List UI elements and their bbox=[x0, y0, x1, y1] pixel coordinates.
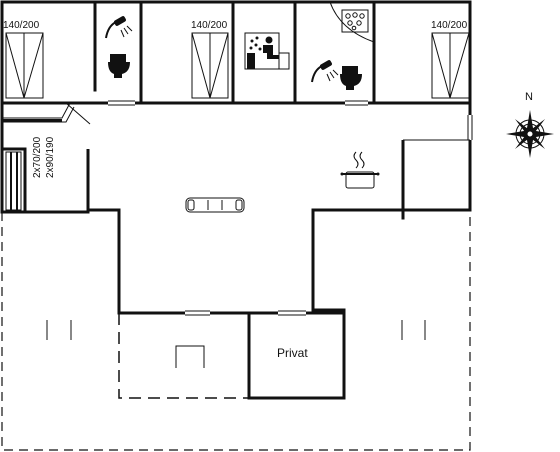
whirlpool-icon bbox=[341, 9, 369, 33]
bed-middle bbox=[191, 32, 229, 99]
shower-icon bbox=[105, 16, 133, 39]
terrace-outline bbox=[1, 210, 471, 451]
bed-label-3: 140/200 bbox=[431, 20, 468, 31]
bunk-label-2: 2x90/190 bbox=[45, 136, 56, 178]
toilet-icon bbox=[340, 66, 362, 90]
entry-counter bbox=[2, 102, 470, 141]
bunk-beds bbox=[5, 151, 22, 211]
bunk-label-1: 2x70/200 bbox=[32, 136, 43, 178]
shower-icon bbox=[311, 60, 339, 83]
compass-rose-icon bbox=[506, 110, 554, 158]
bed-right bbox=[431, 32, 470, 99]
private-room-label: Privat bbox=[277, 346, 308, 360]
stove-pot-icon bbox=[340, 151, 380, 189]
door-openings bbox=[85, 100, 473, 316]
bed-left bbox=[5, 32, 44, 99]
whirlpool-door-arc bbox=[329, 1, 375, 43]
bed-label-2: 140/200 bbox=[191, 20, 228, 31]
compass-north-label: N bbox=[525, 91, 533, 103]
toilet-icon bbox=[108, 54, 130, 78]
sauna-icon bbox=[244, 32, 290, 70]
sofa-icon bbox=[185, 197, 245, 213]
bed-label-1: 140/200 bbox=[3, 20, 40, 31]
